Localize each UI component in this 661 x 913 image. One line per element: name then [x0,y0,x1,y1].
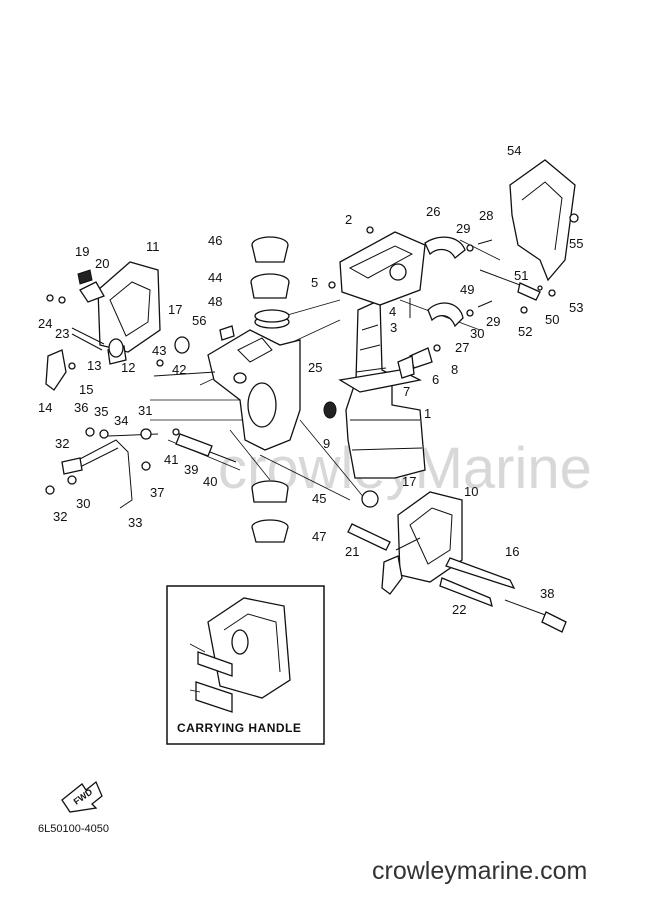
callout-20: 19 [75,244,89,259]
callout-48: 47 [312,529,326,544]
callout-29b: 29 [486,314,500,329]
callout-54: 53 [569,300,583,315]
carrying-handle-inset: CARRYING HANDLE [166,585,325,745]
callout-21: 20 [95,256,109,271]
callout-23: 22 [452,602,466,617]
drawing-code: 6L50100-4050 [38,823,109,835]
callout-36: 35 [94,404,108,419]
callout-15: 15 [79,382,93,397]
callout-33: 32 [53,509,67,524]
callout-30b: 30 [470,326,484,341]
callout-29a: 28 [479,208,493,223]
callout-12: 12 [121,360,135,375]
callout-32a: 31 [138,403,152,418]
callout-51: 50 [545,312,559,327]
callout-55: 54 [507,143,521,158]
bolt-set-center [153,325,235,377]
callout-30a: 29 [456,221,470,236]
grommet [323,401,337,419]
callout-38: 37 [150,485,164,500]
callout-49: 48 [208,294,222,309]
callout-24: 23 [55,326,69,341]
callout-40: 39 [184,462,198,477]
upper-mount-bracket [328,226,426,318]
callout-28: 27 [455,340,469,355]
callout-32b: 32 [55,436,69,451]
exhaust-guide [509,159,579,282]
callout-3: 3 [390,320,397,335]
callout-1: 1 [424,406,431,421]
fwd-arrow-icon: FWD [61,780,103,813]
callout-25: 24 [38,316,52,331]
mount-bushings [250,236,290,329]
callout-16: 16 [505,544,519,559]
callout-41: 40 [203,474,217,489]
clamp-bracket-right [381,491,463,595]
tilt-lever-mechanism [45,427,237,509]
callout-35: 34 [114,413,128,428]
clamp-bracket-left [97,261,161,365]
clamp-screw [71,327,190,358]
callout-56: 55 [569,236,583,251]
callout-44: 43 [152,343,166,358]
callout-8: 8 [451,362,458,377]
callout-46: 45 [312,491,326,506]
callout-11: 11 [146,239,160,254]
callout-42: 41 [164,452,178,467]
upper-left-hardware [46,269,105,304]
callout-34: 33 [128,515,142,530]
callout-9: 9 [323,436,330,451]
callout-27: 26 [426,204,440,219]
callout-5: 5 [311,275,318,290]
lower-collar [361,490,379,508]
callout-50: 49 [460,282,474,297]
callout-52: 51 [514,268,528,283]
callout-7: 7 [403,384,410,399]
inset-title: CARRYING HANDLE [177,721,301,735]
site-url: crowleymarine.com [372,857,587,885]
callout-17a: 17 [168,302,182,317]
callout-13: 13 [87,358,101,373]
drive-shaft-housing [338,299,426,479]
callout-10: 10 [464,484,478,499]
callout-17b: 17 [402,474,416,489]
callout-2: 2 [345,212,352,227]
callout-31: 30 [76,496,90,511]
callout-37: 36 [74,400,88,415]
callout-labels: 1 2 3 4 5 6 7 8 9 10 11 12 13 14 15 16 1… [38,143,583,693]
callout-57: 56 [192,313,206,328]
callout-26: 25 [308,360,322,375]
small-fittings [397,344,441,379]
swivel-bracket [207,329,301,451]
callout-4: 4 [389,304,396,319]
callout-47: 46 [208,233,222,248]
callout-45: 44 [208,270,222,285]
callout-53: 52 [518,324,532,339]
callout-43: 42 [172,362,186,377]
callout-6: 6 [432,372,439,387]
lower-bushings [251,480,289,543]
callout-22: 21 [345,544,359,559]
clamp-parts [424,236,493,328]
callout-39: 38 [540,586,554,601]
callout-14: 14 [38,400,52,415]
steering-rod [479,269,556,314]
clamp-handle-left [45,349,76,391]
rods-bolts [347,523,567,633]
